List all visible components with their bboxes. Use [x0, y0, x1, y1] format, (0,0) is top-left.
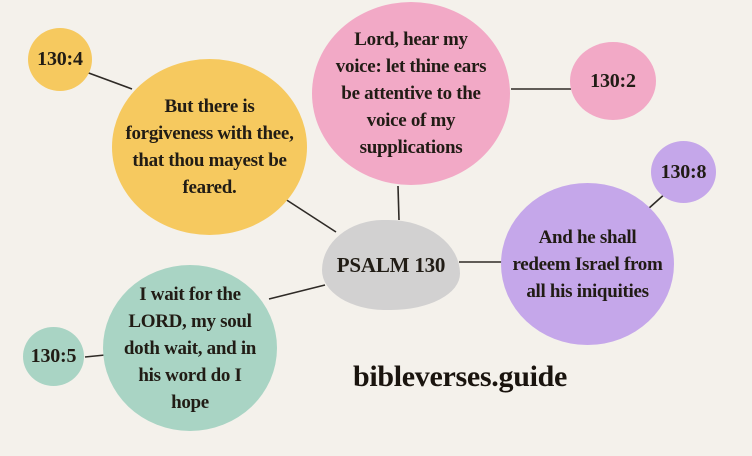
verse-ref-label: 130:8 — [660, 160, 707, 183]
watermark-bibleverses-guide: bibleverses.guide — [352, 360, 568, 393]
verse-text-node-130-4: But there is forgiveness with thee, that… — [112, 59, 307, 235]
verse-text-line: LORD, my soul — [128, 310, 252, 332]
center-node-label: PSALM 130 — [336, 252, 446, 277]
verse-text-line: feared. — [182, 177, 237, 198]
connector-1304-to-yellow — [85, 71, 133, 90]
verse-text-line: supplications — [359, 137, 463, 158]
verse-ref-node-130-8: 130:8 — [651, 141, 716, 203]
verse-text-line: doth wait, and in — [123, 337, 257, 359]
center-node-psalm-130: PSALM 130 — [322, 220, 460, 310]
verse-text-line: that thou mayest be — [132, 150, 287, 171]
connector-teal-to-center — [268, 284, 326, 300]
verse-text-line: And he shall — [538, 226, 637, 248]
verse-ref-label: 130:2 — [590, 69, 636, 92]
verse-text-line: voice of my — [366, 110, 456, 131]
connector-yellow-to-center — [281, 196, 337, 233]
verse-ref-node-130-2: 130:2 — [570, 42, 656, 120]
verse-text-line: be attentive to the — [341, 83, 481, 104]
connector-pink-to-center — [397, 185, 400, 221]
verse-text-node-130-2: Lord, hear my voice: let thine ears be a… — [312, 2, 510, 185]
verse-ref-label: 130:5 — [30, 345, 77, 367]
verse-text-line: all his iniquities — [526, 280, 649, 302]
verse-text-node-130-8: And he shall redeem Israel from all his … — [501, 183, 674, 345]
verse-text-line: Lord, hear my — [354, 29, 468, 50]
verse-text-line: But there is — [164, 96, 255, 117]
verse-text-line: I wait for the — [139, 283, 241, 305]
verse-text-line: voice: let thine ears — [335, 56, 487, 77]
verse-text-node-130-5: I wait for the LORD, my soul doth wait, … — [103, 265, 277, 431]
verse-ref-label: 130:4 — [37, 48, 83, 70]
verse-text-line: his word do I — [138, 364, 242, 386]
verse-ref-node-130-5: 130:5 — [23, 327, 84, 386]
verse-ref-node-130-4: 130:4 — [28, 28, 92, 91]
verse-text-line: hope — [171, 391, 209, 413]
connector-1305-to-teal — [84, 354, 106, 358]
verse-text-line: redeem Israel from — [512, 253, 663, 275]
verse-text-line: forgiveness with thee, — [125, 123, 294, 144]
